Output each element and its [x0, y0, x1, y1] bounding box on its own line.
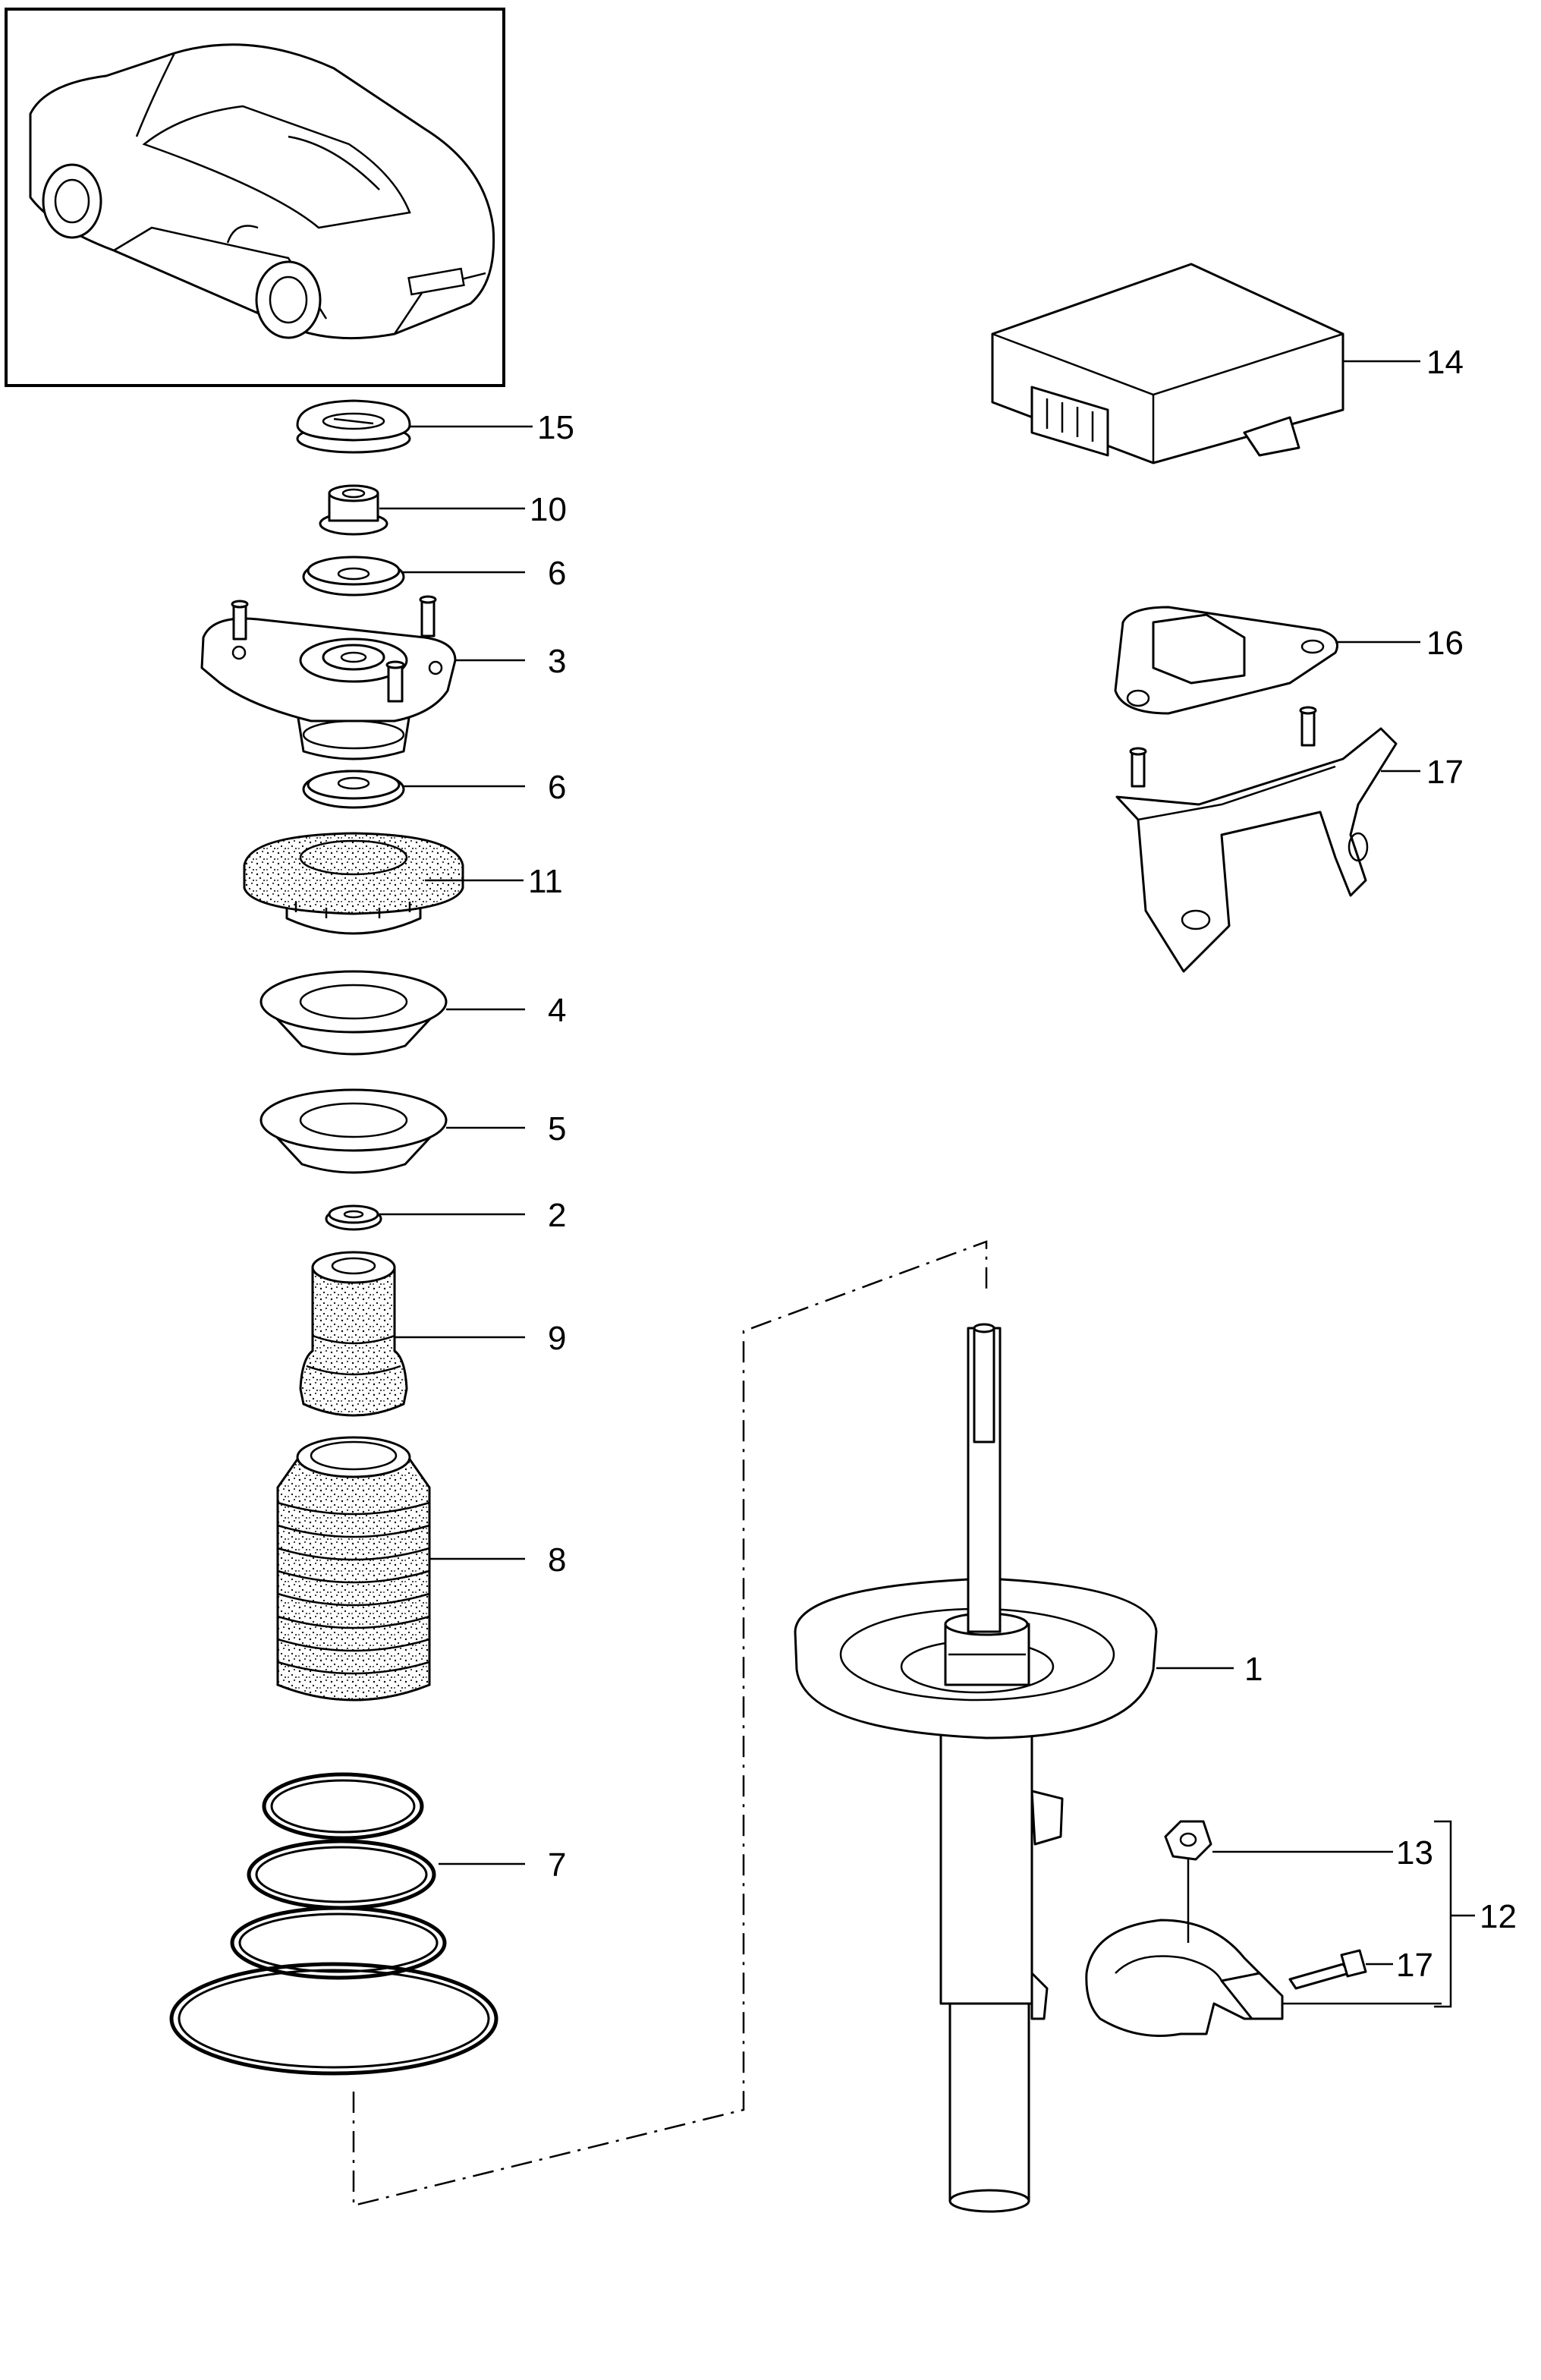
part-17-bolt	[1288, 1949, 1367, 1990]
callout-17-bolt: 17	[1396, 1947, 1433, 1984]
callout-14: 14	[1426, 344, 1464, 381]
callout-16: 16	[1426, 625, 1464, 662]
car-illustration	[29, 43, 495, 340]
part-5-spring-seat	[259, 1088, 448, 1174]
callout-12: 12	[1480, 1898, 1517, 1935]
vehicle-overview-inset	[5, 8, 505, 387]
callout-1: 1	[1244, 1651, 1263, 1688]
assembly-line	[352, 1240, 988, 2207]
part-4-spring-seat	[259, 970, 448, 1056]
callout-labels: 15 10 6 3 6 11 4 5 2 9 8 7 1 14 16 17 13…	[528, 344, 1517, 1984]
part-6-washer-bottom	[302, 770, 405, 809]
leader-lines	[379, 360, 1475, 2008]
callout-3: 3	[548, 643, 566, 680]
part-16-module	[1114, 606, 1338, 715]
callout-2: 2	[548, 1197, 566, 1234]
callout-5: 5	[548, 1110, 566, 1148]
part-15-cap	[296, 399, 411, 454]
callout-6-top: 6	[548, 555, 566, 592]
callout-15: 15	[537, 409, 574, 446]
callout-10: 10	[530, 491, 567, 528]
callout-6-bottom: 6	[548, 769, 566, 806]
callout-11: 11	[528, 863, 563, 900]
part-14-control-unit	[991, 263, 1344, 464]
part-12-clamp	[1085, 1919, 1284, 2037]
part-8-dust-boot	[276, 1436, 431, 1702]
part-3-top-mount	[200, 595, 457, 760]
part-1-strut	[794, 1323, 1158, 2213]
callout-7: 7	[548, 1846, 566, 1884]
callout-17-bracket: 17	[1426, 754, 1464, 791]
callout-8: 8	[548, 1541, 566, 1579]
part-10-nut	[319, 484, 388, 536]
part-7-coil-spring	[169, 1772, 498, 2076]
callout-13: 13	[1396, 1834, 1433, 1872]
part-9-bump-stop	[299, 1251, 408, 1417]
part-2-washer	[325, 1204, 382, 1231]
part-17-bracket	[1115, 706, 1398, 973]
callout-9: 9	[548, 1320, 566, 1357]
part-13-nut	[1164, 1820, 1212, 1861]
part-6-washer-top	[302, 556, 405, 597]
callout-4: 4	[548, 992, 566, 1029]
part-11-rubber-mount	[243, 832, 464, 935]
